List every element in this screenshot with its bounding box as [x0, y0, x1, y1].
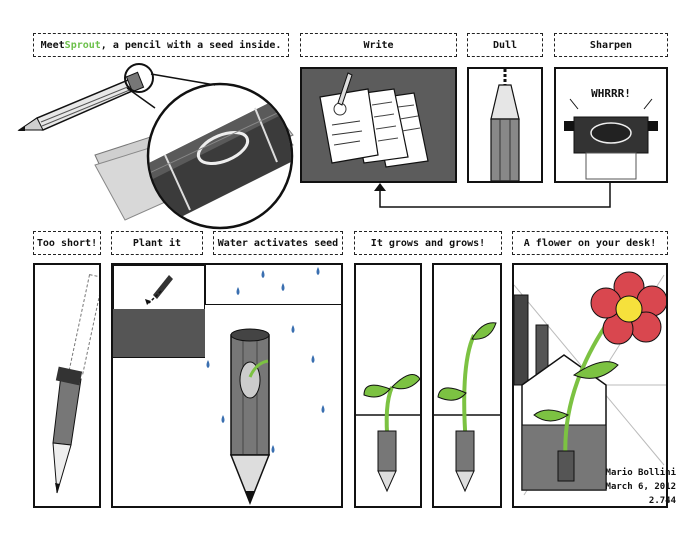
caption-dull: Dull — [467, 33, 543, 57]
zoom-seed-circle — [146, 82, 294, 230]
caption-meet-suffix: , a pencil with a seed inside. — [100, 39, 282, 51]
caption-water: Water activates seed — [213, 231, 343, 255]
caption-write: Write — [300, 33, 457, 57]
panel-too-short — [33, 263, 101, 508]
flower-icon — [590, 271, 666, 345]
flower-pot-illustration — [514, 271, 666, 496]
caption-flower-text: A flower on your desk! — [523, 237, 657, 249]
caption-sharpen: Sharpen — [554, 33, 668, 57]
caption-water-text: Water activates seed — [217, 237, 339, 249]
panel-sharpen: WHRRR! — [554, 67, 668, 183]
caption-grows: It grows and grows! — [354, 231, 502, 255]
panel-grows-b — [432, 263, 502, 508]
panel-dull — [467, 67, 543, 183]
caption-plant-it-text: Plant it — [132, 237, 182, 249]
caption-meet-prefix: Meet — [40, 39, 65, 51]
signature-date: March 6, 2012 — [605, 482, 676, 492]
caption-sprout-name: Sprout — [64, 39, 101, 51]
caption-meet-sprout: Meet Sprout, a pencil with a seed inside… — [33, 33, 289, 57]
caption-write-text: Write — [363, 39, 394, 51]
caption-plant-it: Plant it — [111, 231, 203, 255]
panel-grows-a — [354, 263, 422, 508]
panel-write — [300, 67, 457, 183]
panel-plant-it — [111, 263, 343, 508]
sprout-small-illustration — [356, 374, 420, 493]
dull-pencil-illustration — [490, 69, 520, 181]
sprout-tall-illustration — [434, 322, 500, 493]
sharpener-sound-text: WHRRR! — [591, 87, 631, 100]
meet-sprout-illustration — [17, 63, 294, 230]
plant-and-water-illustration — [113, 265, 341, 506]
caption-too-short: Too short! — [33, 231, 101, 255]
panel-flower — [512, 263, 668, 508]
caption-flower: A flower on your desk! — [512, 231, 668, 255]
small-pencil-icon — [17, 71, 145, 131]
signature-code: 2.744 — [648, 496, 676, 506]
cycle-arrow — [374, 183, 611, 208]
caption-dull-text: Dull — [492, 39, 518, 51]
caption-too-short-text: Too short! — [36, 237, 98, 249]
zoom-source-circle — [124, 63, 154, 93]
short-pencil-illustration — [52, 274, 99, 494]
signature-name: Mario Bollini — [605, 468, 676, 478]
caption-sharpen-text: Sharpen — [589, 39, 633, 51]
writing-papers-illustration — [302, 69, 455, 181]
caption-grows-text: It grows and grows! — [370, 237, 486, 249]
sharpener-illustration: WHRRR! — [564, 87, 658, 180]
signature-block: Mario Bollini March 6, 2012 2.744 — [580, 466, 676, 508]
